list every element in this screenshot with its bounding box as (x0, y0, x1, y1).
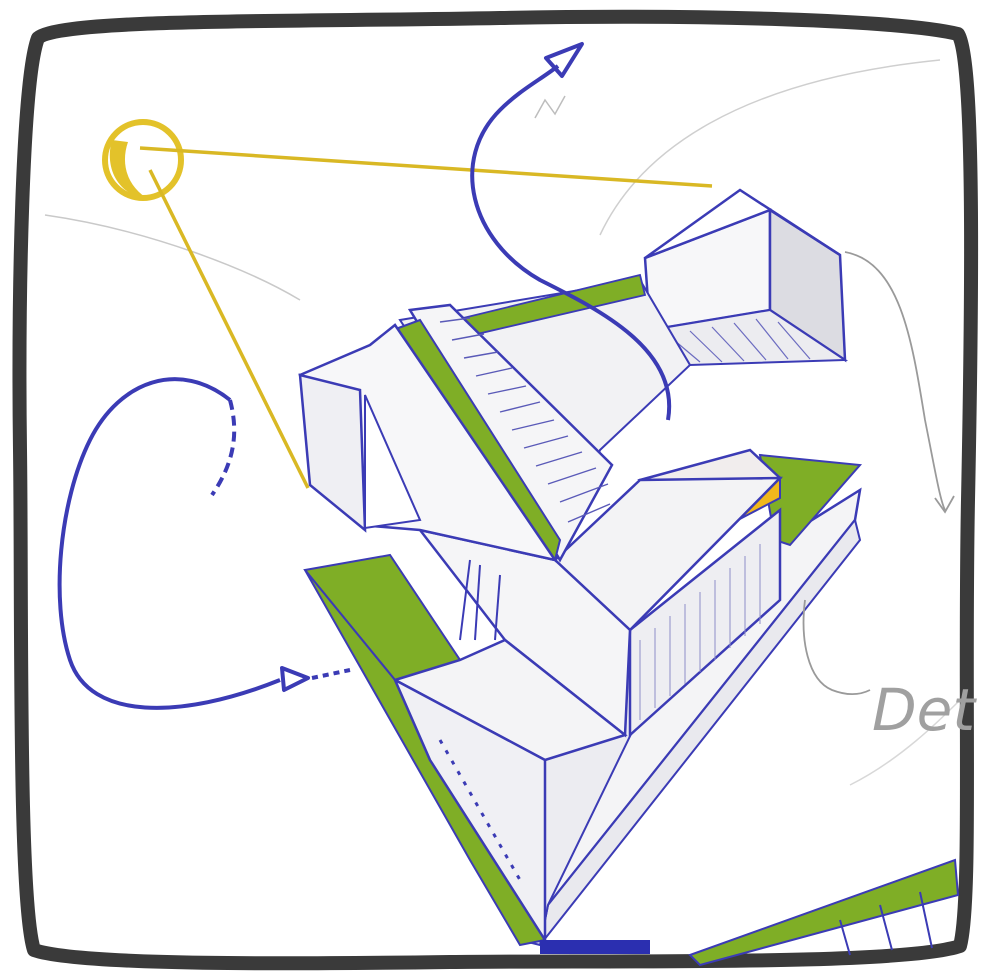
navy-base-bar (540, 940, 650, 954)
handwritten-label: Det (872, 676, 977, 744)
